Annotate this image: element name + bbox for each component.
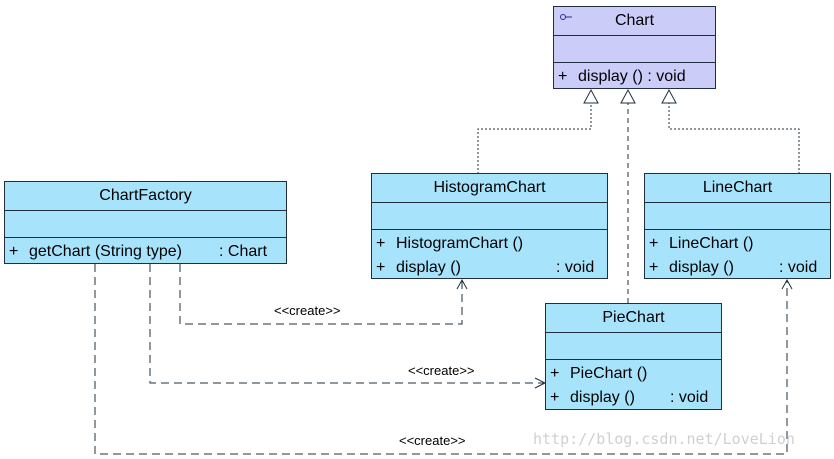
watermark: http://blog.csdn.net/LoveLion	[533, 430, 795, 448]
operation-return-type: : void	[779, 259, 818, 276]
interface-icon	[560, 14, 572, 20]
class-histogram-attributes	[372, 203, 607, 230]
class-histogram-header: HistogramChart	[372, 174, 607, 203]
operation: + display () : void	[645, 256, 830, 280]
operation-signature: getChart (String type)	[29, 243, 182, 260]
operation: + LineChart ()	[645, 232, 830, 256]
class-chart-operations: + display () : void	[554, 63, 715, 89]
class-chart[interactable]: Chart + display () : void	[553, 6, 716, 89]
operation: + getChart (String type) : Chart	[5, 240, 286, 264]
operation-signature: display ()	[669, 259, 734, 276]
class-chart-header: Chart	[554, 7, 715, 36]
class-factory-header: ChartFactory	[5, 182, 286, 211]
operation-signature: PieChart ()	[570, 365, 648, 382]
operation-signature: HistogramChart ()	[396, 235, 524, 252]
class-factory-name: ChartFactory	[99, 187, 192, 204]
create-label-histogram: <<create>>	[274, 303, 341, 318]
visibility: +	[550, 365, 560, 382]
class-factory-operations: + getChart (String type) : Chart	[5, 238, 286, 264]
visibility: +	[376, 259, 386, 276]
visibility: +	[376, 235, 386, 252]
class-line-name: LineChart	[702, 179, 773, 196]
visibility: +	[9, 243, 19, 260]
dependency-line	[94, 264, 788, 455]
operation-signature: display ()	[570, 389, 635, 406]
class-pie-name: PieChart	[602, 309, 665, 326]
dependency-histogram	[179, 264, 463, 325]
visibility: +	[649, 259, 659, 276]
class-pie-chart[interactable]: PieChart + PieChart () + display () : vo…	[545, 303, 722, 410]
class-line-header: LineChart	[645, 174, 830, 203]
class-histogram-operations: + HistogramChart () + display () : void	[372, 230, 607, 280]
class-line-operations: + LineChart () + display () : void	[645, 230, 830, 280]
realization-line	[668, 103, 800, 174]
realization-arrowhead-line	[661, 88, 677, 104]
visibility: +	[550, 389, 560, 406]
class-histogram-name: HistogramChart	[433, 179, 546, 196]
operation-signature: LineChart ()	[669, 235, 754, 252]
operation: + display () : void	[372, 256, 607, 280]
operation-return-type: : void	[556, 259, 595, 276]
dependency-arrowhead-histogram	[456, 278, 468, 290]
operation: + PieChart ()	[546, 362, 721, 386]
class-chart-factory[interactable]: ChartFactory + getChart (String type) : …	[4, 181, 287, 264]
class-histogram-chart[interactable]: HistogramChart + HistogramChart () + dis…	[371, 173, 608, 279]
class-pie-operations: + PieChart () + display () : void	[546, 360, 721, 410]
realization-histogram	[477, 103, 592, 174]
operation-return-type: : Chart	[219, 243, 268, 260]
class-pie-header: PieChart	[546, 304, 721, 333]
visibility: +	[558, 68, 568, 85]
class-factory-attributes	[5, 211, 286, 238]
class-line-attributes	[645, 203, 830, 230]
visibility: +	[649, 235, 659, 252]
operation-signature: display () : void	[578, 68, 686, 85]
class-chart-name: Chart	[614, 12, 655, 29]
class-line-chart[interactable]: LineChart + LineChart () + display () : …	[644, 173, 831, 279]
realization-arrowhead-pie	[620, 88, 636, 104]
dependency-arrowhead-line	[781, 278, 793, 290]
create-label-pie: <<create>>	[408, 363, 475, 378]
realization-arrowhead-histogram	[583, 88, 599, 104]
operation-signature: display ()	[396, 259, 461, 276]
dependency-pie	[149, 264, 545, 384]
class-pie-attributes	[546, 333, 721, 360]
operation-return-type: : void	[670, 389, 709, 406]
class-chart-attributes	[554, 36, 715, 63]
operation: + display () : void	[546, 386, 721, 410]
operation: + display () : void	[554, 65, 715, 89]
operation: + HistogramChart ()	[372, 232, 607, 256]
create-label-line: <<create>>	[399, 433, 466, 448]
